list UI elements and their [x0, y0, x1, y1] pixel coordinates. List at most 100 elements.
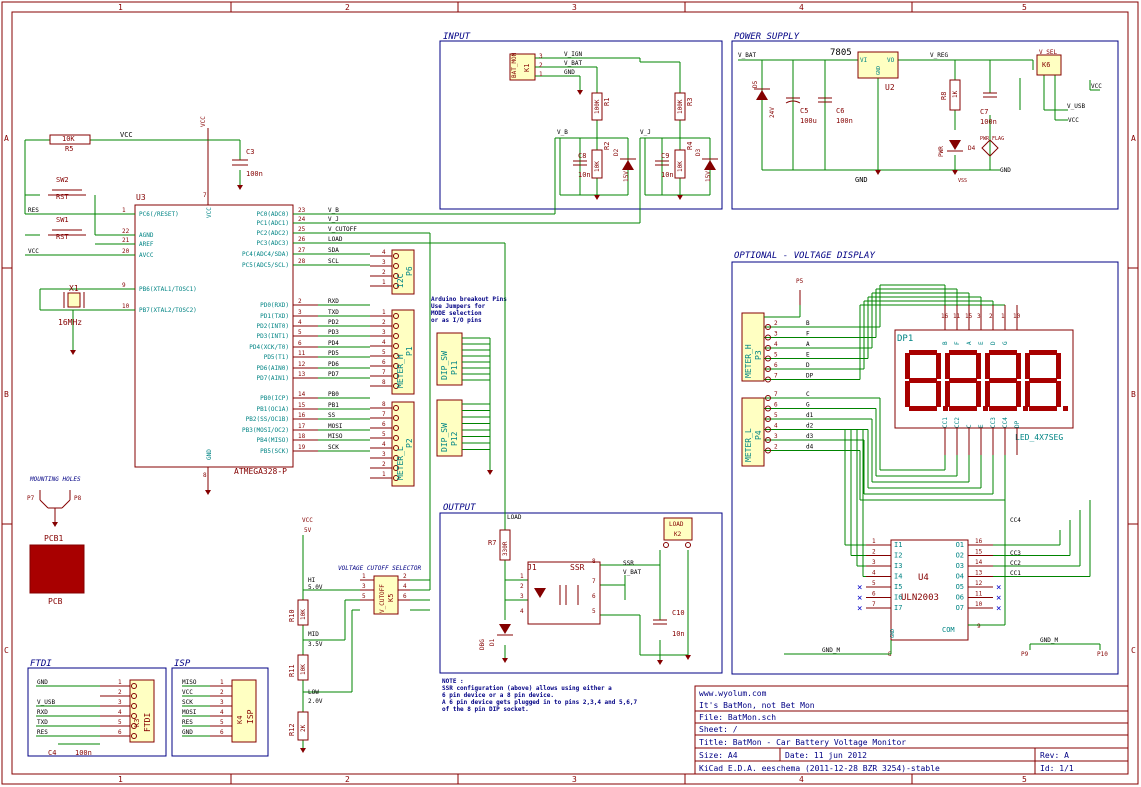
decimal-point — [1023, 406, 1028, 411]
x1-value: 16MHz — [58, 318, 82, 327]
mcu-pin-name: PC2(ADC2) — [256, 230, 289, 237]
mcu-pin-name: PD1(TXD) — [260, 313, 289, 320]
display-pin-label: G — [1002, 341, 1009, 345]
pcb-value: PCB — [48, 597, 63, 606]
u4-ref: U4 — [918, 573, 929, 583]
u4-output-label: O2 — [956, 552, 964, 560]
connector-pin-number: 2 — [382, 319, 386, 326]
u2-gnd: GND — [876, 66, 882, 75]
mcu-pin-name: PB2(SS/OC1B) — [246, 416, 289, 423]
display-pin-number: 10 — [1013, 313, 1021, 320]
frame-row-right: C — [1131, 646, 1136, 655]
isp-pin-number: 1 — [220, 679, 224, 686]
net-mid-val: 3.5V — [308, 641, 323, 648]
p12-ref: P12 — [450, 431, 459, 446]
u4-pin-number: 10 — [975, 601, 983, 608]
frame-col-top: 1 — [118, 3, 123, 12]
display-pin-label: E — [978, 341, 985, 345]
mcu-pin-name: PD4(XCK/T0) — [249, 344, 289, 351]
u4-pin-number: 15 — [975, 549, 983, 556]
mcu-pin-number: 24 — [298, 216, 306, 223]
section-boxes — [27, 40, 1119, 757]
display-net-label: F — [806, 331, 810, 338]
section-input-title: INPUT — [443, 32, 471, 42]
mcu-pin-number: 22 — [122, 228, 130, 235]
d1-value: DBG — [479, 639, 486, 650]
r4-ref: R4 — [686, 142, 694, 150]
segment — [1016, 353, 1021, 379]
connector-ref: P2 — [405, 438, 414, 448]
connector-pin-number: 2 — [774, 444, 778, 451]
cutoff-vcc: VCC — [302, 517, 313, 524]
net-cc1: CC1 — [1010, 570, 1021, 577]
svg-text:7: 7 — [203, 192, 207, 199]
mcu-pin-number: 11 — [298, 350, 306, 357]
dip-note-2: Use Jumpers for — [431, 303, 486, 310]
tb-tool: KiCad E.D.A. eeschema (2011-12-28 BZR 32… — [699, 764, 940, 773]
u4-pin-number: 13 — [975, 570, 983, 577]
isp-net-label: VCC — [182, 689, 193, 696]
mcu-vcc-pin: VCC — [206, 207, 213, 218]
c9-ref: C9 — [661, 152, 669, 160]
tb-title: Title: BatMon - Car Battery Voltage Moni… — [699, 738, 906, 747]
segment — [909, 350, 937, 355]
c6-ref: C6 — [836, 107, 844, 115]
connector-pin-number: 2 — [774, 320, 778, 327]
k5-pin-number: 1 — [362, 573, 366, 580]
mcu-pin-name: PD3(INT1) — [256, 333, 289, 340]
segment — [909, 406, 937, 411]
mcu-value: ATMEGA328-P — [234, 467, 287, 476]
frame-row-left: C — [4, 646, 9, 655]
mcu-net-label: SDA — [328, 247, 339, 254]
no-connect-mark: × — [996, 594, 1001, 604]
regulator-value: 7805 — [830, 48, 852, 58]
mcu-pin-number: 25 — [298, 226, 306, 233]
frame-col-top: 5 — [1022, 3, 1027, 12]
connector-pin-number: 4 — [774, 423, 778, 430]
segment — [909, 378, 937, 383]
output-note: NOTE : SSR configuration (above) allows … — [442, 678, 637, 713]
u4-output-label: O4 — [956, 573, 964, 581]
res-net-label: RES — [28, 207, 39, 214]
mcu-pin-number: 27 — [298, 247, 306, 254]
u4-pin-number: 3 — [872, 559, 876, 566]
u4-pin-number: 12 — [975, 580, 983, 587]
c5-value: 100u — [800, 117, 817, 125]
frame-col-top: 4 — [799, 3, 804, 12]
mcu-pin-name: PD5(T1) — [264, 354, 289, 361]
display-net-label: D — [806, 362, 810, 369]
u4-pin-number: 4 — [872, 570, 876, 577]
dip-note-1: Arduino breakout Pins — [431, 296, 507, 303]
d2-ref: D2 — [613, 148, 620, 156]
mcu-net-label: MISO — [328, 433, 343, 440]
connector-pin-number: 2 — [382, 461, 386, 468]
u4-output-label: O7 — [956, 604, 964, 612]
no-connect-mark: × — [857, 583, 862, 593]
net-v-usb: V_USB — [1067, 103, 1085, 110]
mcu-pin-name: PD2(INT0) — [256, 323, 289, 330]
mcu-pin-number: 4 — [298, 319, 302, 326]
net-hi: HI — [308, 577, 316, 584]
title-block: www.wyolum.com It's BatMon, not Bet Mon … — [694, 685, 1129, 775]
display-net-label: B — [806, 320, 810, 327]
r3-ref: R3 — [686, 98, 694, 106]
display-pin-label: F — [954, 341, 961, 345]
mcu-pin-name: PD7(AIN1) — [256, 375, 289, 382]
c3-ref: C3 — [246, 148, 254, 156]
mcu-pin-number: 19 — [298, 444, 306, 451]
mcu-pin-name: AGND — [139, 232, 154, 239]
c3-value: 100n — [246, 170, 263, 178]
vss-label: VSS — [958, 178, 967, 184]
dp1-ref: DP1 — [897, 334, 913, 344]
mcu-net-label: V_B — [328, 207, 339, 214]
net-low: LOW — [308, 689, 319, 696]
u4-output-label: O3 — [956, 562, 964, 570]
mcu-pin-name: PB4(MISO) — [256, 437, 289, 444]
gnd-net-label: GND — [855, 176, 868, 184]
u4-input-label: I1 — [894, 541, 902, 549]
sw1-value: RST — [56, 233, 69, 241]
segment — [989, 378, 1017, 383]
